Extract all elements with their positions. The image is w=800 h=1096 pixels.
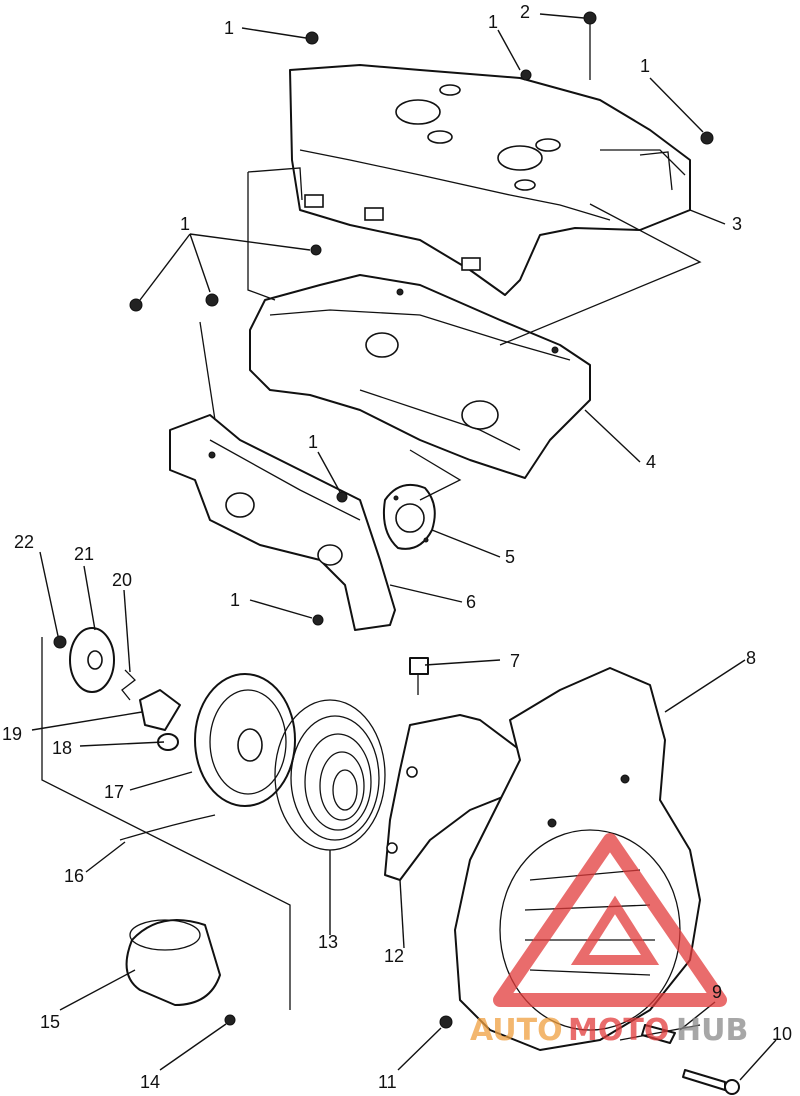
watermark-inner-mark xyxy=(570,895,660,965)
starter-bracket xyxy=(384,714,521,881)
upper-shroud xyxy=(289,64,691,296)
construction-lines xyxy=(41,167,702,1041)
callout-2: 2 xyxy=(520,2,530,22)
recoil-starter-parts xyxy=(69,627,296,841)
callout-12: 12 xyxy=(384,946,404,966)
callout-1: 1 xyxy=(224,18,234,38)
callout-1: 1 xyxy=(230,590,240,610)
fan-housing xyxy=(454,667,701,1051)
callout-16: 16 xyxy=(64,866,84,886)
callout-1: 1 xyxy=(180,214,190,234)
callout-22: 22 xyxy=(14,532,34,552)
callout-19: 19 xyxy=(2,724,22,744)
callout-1: 1 xyxy=(488,12,498,32)
callout-4: 4 xyxy=(646,452,656,472)
watermark-text-auto: AUTO xyxy=(470,1013,563,1048)
recoil-spring xyxy=(274,699,386,851)
lower-shroud xyxy=(249,274,591,479)
watermark-text-hub: HUB xyxy=(676,1013,748,1048)
fasteners xyxy=(53,11,714,1029)
side-shield xyxy=(169,414,396,631)
callout-9: 9 xyxy=(712,982,722,1002)
callout-18: 18 xyxy=(52,738,72,758)
watermark-logo: AUTO MOTO HUB xyxy=(470,833,748,1048)
callout-20: 20 xyxy=(112,570,132,590)
callout-11: 11 xyxy=(378,1072,397,1092)
callout-3: 3 xyxy=(732,214,742,234)
callout-7: 7 xyxy=(510,651,520,671)
callout-1: 1 xyxy=(640,56,650,76)
leader-lines xyxy=(31,13,777,1081)
callout-13: 13 xyxy=(318,932,338,952)
callout-10: 10 xyxy=(772,1024,792,1044)
callout-1: 1 xyxy=(308,432,318,452)
watermark-triangle xyxy=(493,833,727,1007)
callout-5: 5 xyxy=(505,547,515,567)
callout-8: 8 xyxy=(746,648,756,668)
callout-21: 21 xyxy=(74,544,94,564)
starter-cup xyxy=(125,919,221,1006)
mounting-bolt xyxy=(641,1024,740,1095)
callout-17: 17 xyxy=(104,782,124,802)
gasket xyxy=(382,484,436,550)
watermark-text-moto: MOTO xyxy=(568,1013,669,1048)
callout-14: 14 xyxy=(140,1072,160,1092)
callout-15: 15 xyxy=(40,1012,60,1032)
callout-6: 6 xyxy=(466,592,476,612)
